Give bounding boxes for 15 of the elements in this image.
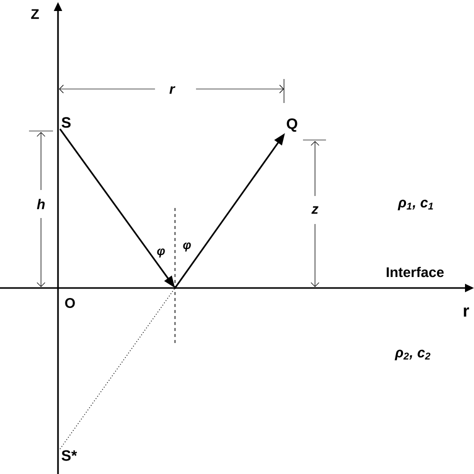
point-label: S* [62, 450, 78, 461]
dimension-label: h [36, 198, 45, 210]
point-label: S [62, 117, 71, 128]
dimension-label: z [311, 206, 318, 214]
medium-label: ρ$_{1}$, c$_{1}$ [398, 200, 433, 210]
angle-label: φ [183, 242, 191, 252]
angle-label: φ [157, 248, 165, 258]
axis-label: Z [31, 9, 39, 19]
origin-label: O [65, 298, 75, 308]
interface-label: Interface [386, 266, 444, 278]
point-label: Q [286, 118, 298, 132]
medium-label: ρ$_{2}$, c$_{2}$ [394, 350, 430, 360]
dotted-line [60, 288, 176, 450]
dimension-label: r [170, 86, 176, 94]
axis-label: r [464, 307, 470, 317]
